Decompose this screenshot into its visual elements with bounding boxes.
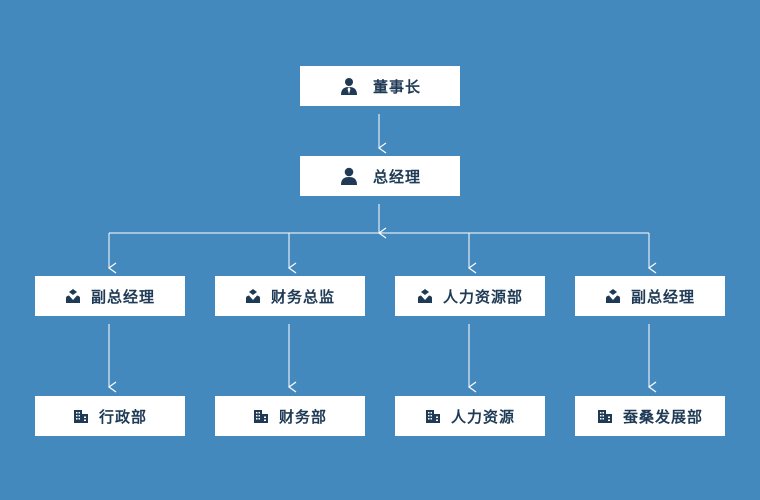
node-cfo: 财务总监 xyxy=(215,276,365,316)
executive-icon xyxy=(65,288,81,304)
node-finance-department: 财务部 xyxy=(215,396,365,436)
node-deputy-gm-2: 副总经理 xyxy=(575,276,725,316)
building-icon xyxy=(73,408,89,424)
node-chairman: 董事长 xyxy=(300,66,460,106)
executive-icon xyxy=(605,288,621,304)
executive-icon xyxy=(417,288,433,304)
node-general-manager: 总经理 xyxy=(300,156,460,196)
building-icon xyxy=(425,408,441,424)
node-human-resources: 人力资源 xyxy=(395,396,545,436)
node-general-manager-label: 总经理 xyxy=(372,167,421,186)
node-chairman-label: 董事长 xyxy=(372,77,421,96)
person-tie-icon xyxy=(339,76,359,96)
node-sericulture-department: 蚕桑发展部 xyxy=(575,396,725,436)
executive-icon xyxy=(245,288,261,304)
building-icon xyxy=(253,408,269,424)
person-icon xyxy=(339,166,359,186)
node-hr-department: 人力资源部 xyxy=(395,276,545,316)
node-finance-department-label: 财务部 xyxy=(278,407,327,426)
node-deputy-gm-1-label: 副总经理 xyxy=(90,287,155,306)
node-sericulture-department-label: 蚕桑发展部 xyxy=(622,407,703,426)
node-deputy-gm-1: 副总经理 xyxy=(35,276,185,316)
node-human-resources-label: 人力资源 xyxy=(450,407,515,426)
building-icon xyxy=(597,408,613,424)
node-hr-department-label: 人力资源部 xyxy=(442,287,523,306)
node-admin-department-label: 行政部 xyxy=(98,407,147,426)
node-admin-department: 行政部 xyxy=(35,396,185,436)
node-cfo-label: 财务总监 xyxy=(270,287,335,306)
node-deputy-gm-2-label: 副总经理 xyxy=(630,287,695,306)
